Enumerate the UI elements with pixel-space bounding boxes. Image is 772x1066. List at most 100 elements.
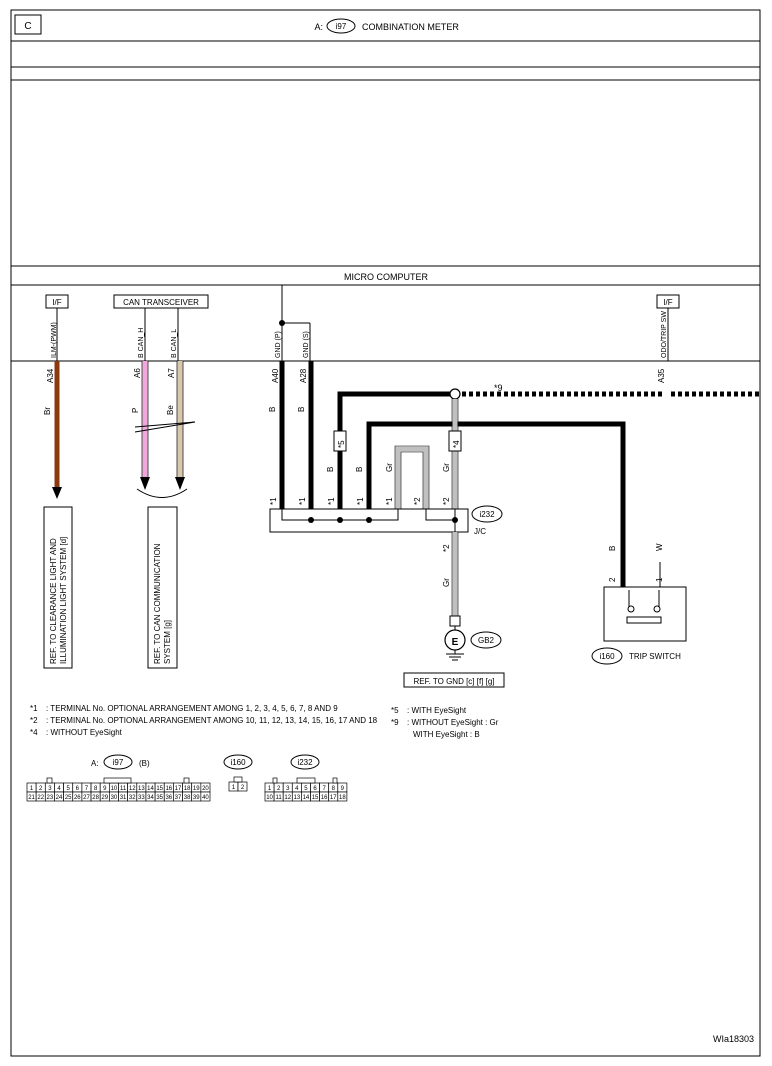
option-box-5 — [333, 430, 347, 452]
page-letter: C — [24, 21, 31, 32]
pin-number: 15 — [312, 795, 319, 801]
pin-number: 7 — [322, 786, 326, 792]
wire-b-5 — [337, 391, 455, 509]
wire-gr-loop-edge — [400, 451, 424, 509]
internal-junction — [279, 320, 285, 326]
note-text: : TERMINAL No. OPTIONAL ARRANGEMENT AMON… — [46, 716, 378, 725]
cv-i97-prefix: A: — [91, 759, 99, 768]
page-letter-box — [14, 14, 42, 35]
note-text: : TERMINAL No. OPTIONAL ARRANGEMENT AMON… — [46, 704, 338, 713]
pin-number: 40 — [202, 795, 209, 801]
trip-label: TRIP SWITCH — [629, 652, 681, 661]
pin-number: 12 — [284, 795, 291, 801]
pin-cell — [337, 791, 348, 802]
connector-lock — [103, 777, 132, 784]
note-text: : WITHOUT EyeSight — [46, 728, 123, 737]
pin-number: 32 — [129, 795, 136, 801]
pin-number: 17 — [175, 786, 182, 792]
mark-2: *2 — [442, 544, 451, 552]
note-text: WITH EyeSight : B — [413, 730, 480, 739]
pin-number: 28 — [92, 795, 99, 801]
trip-connector: i160 — [599, 652, 615, 661]
pin-number: 38 — [184, 795, 191, 801]
cv-i232-oval — [290, 754, 320, 770]
pin-number: 17 — [330, 795, 337, 801]
color-b: B — [608, 546, 617, 551]
trip-switch-box — [603, 586, 687, 642]
header-connector-oval — [326, 18, 356, 34]
pin-number: 9 — [103, 786, 107, 792]
pin-number: 25 — [65, 795, 72, 801]
signal-can-l: B CAN_L — [171, 329, 178, 358]
mark-1: *1 — [356, 497, 365, 505]
pin-number: 8 — [332, 786, 336, 792]
wire-gr-loop — [395, 446, 429, 509]
pin-a7: A7 — [167, 368, 176, 378]
color-b: B — [326, 467, 335, 472]
signal-odo: ODO/TRIP SW — [661, 311, 668, 358]
note-text: : WITH EyeSight — [407, 706, 467, 715]
jc-dot — [452, 517, 458, 523]
trip-connector-oval — [591, 647, 623, 665]
color-be: Be — [166, 405, 175, 415]
ref-can-line2: SYSTEM [g] — [163, 620, 172, 664]
pin-number: 36 — [165, 795, 172, 801]
pin-number: 4 — [295, 786, 299, 792]
ref-clearance-box — [43, 506, 73, 669]
pin-a34: A34 — [46, 368, 55, 383]
pin-number: 18 — [339, 795, 346, 801]
connector-lock — [332, 777, 338, 784]
pin-number: 6 — [76, 786, 80, 792]
pin-number: 34 — [147, 795, 154, 801]
pin-a6: A6 — [133, 368, 142, 378]
mark-9: *9 — [494, 383, 503, 393]
pin-number: 3 — [286, 786, 290, 792]
trip-pin-2: 2 — [608, 577, 617, 582]
page-frame — [10, 9, 761, 1057]
jc-connector: i232 — [479, 510, 495, 519]
pin-number: 13 — [138, 786, 145, 792]
color-gr: Gr — [385, 463, 394, 472]
ref-gnd: REF. TO GND [c] [f] [g] — [413, 677, 494, 686]
pin-number: 1 — [30, 786, 34, 792]
pin-number: 14 — [147, 786, 154, 792]
pin-number: 5 — [67, 786, 71, 792]
cv-i97: i97 — [113, 758, 124, 767]
pin-number: 2 — [39, 786, 43, 792]
can-transceiver-label: CAN TRANSCEIVER — [123, 298, 199, 307]
pin-a40: A40 — [271, 368, 280, 383]
jc-dot — [308, 517, 314, 523]
header-connector: i97 — [336, 22, 347, 31]
jc-connector-oval — [471, 505, 503, 523]
connector-lock — [183, 777, 190, 784]
switch-terminal — [627, 605, 635, 613]
pin-number: 13 — [294, 795, 301, 801]
switch-button — [626, 616, 662, 624]
note-text: : WITHOUT EyeSight : Gr — [407, 718, 499, 727]
header-title: COMBINATION METER — [362, 22, 459, 32]
switch-terminal — [653, 605, 661, 613]
pin-number: 16 — [165, 786, 172, 792]
arrow-can-h — [140, 477, 150, 490]
can-pair-arc — [136, 488, 188, 498]
pin-number: 12 — [129, 786, 136, 792]
cv-i160: i160 — [230, 758, 246, 767]
header-prefix: A: — [314, 22, 323, 32]
pin-cell — [200, 791, 211, 802]
pin-number: 27 — [83, 795, 90, 801]
note-mark: *9 — [391, 718, 399, 727]
pin-number: 1 — [232, 785, 236, 791]
ground-connector-oval — [470, 631, 502, 649]
pin-number: 20 — [202, 786, 209, 792]
color-w: W — [655, 543, 664, 551]
cv-i160-oval — [223, 754, 253, 770]
note-mark: *5 — [391, 706, 399, 715]
cv-i97-suffix: (B) — [139, 759, 150, 768]
mark-4: *4 — [452, 440, 461, 448]
ref-gnd-box — [403, 672, 505, 688]
mark-1: *1 — [385, 497, 394, 505]
pin-number: 5 — [304, 786, 308, 792]
connector-lock — [296, 777, 316, 784]
connector-lock — [46, 777, 53, 784]
